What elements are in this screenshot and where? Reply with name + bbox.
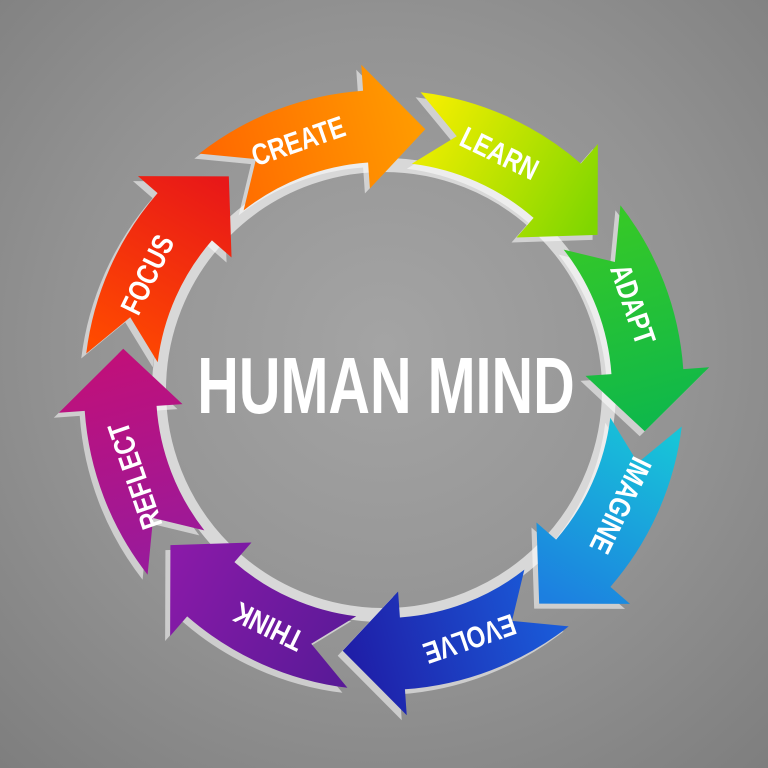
arrow-create <box>199 64 426 211</box>
arrow-imagine <box>536 417 682 604</box>
arrow-adapt <box>563 205 710 432</box>
cycle-arrows <box>53 64 710 721</box>
arrow-focus <box>86 176 232 363</box>
arrow-think <box>170 542 357 688</box>
arrow-learn <box>411 92 598 238</box>
center-title: HUMAN MIND <box>197 341 574 431</box>
arrow-reflect <box>58 348 205 575</box>
arrow-evolve <box>342 569 569 716</box>
